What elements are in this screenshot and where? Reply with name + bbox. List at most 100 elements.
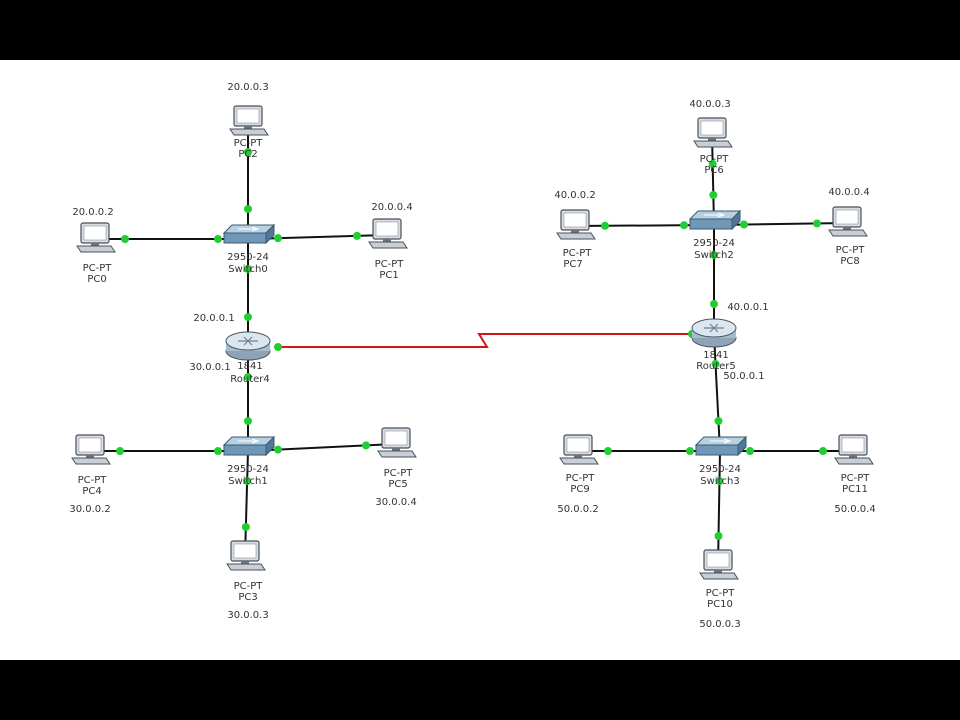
link-port-dot — [714, 417, 723, 426]
pc-icon — [693, 117, 733, 148]
switch-icon — [222, 435, 276, 457]
device-model-label: PC-PT — [836, 245, 866, 256]
monitor-stand — [843, 227, 851, 230]
monitor-screen — [78, 437, 102, 453]
monitor-stand — [244, 126, 252, 129]
link-port-dot — [746, 447, 754, 455]
ethernet-link-router5-switch3[interactable] — [713, 333, 721, 452]
device-name-label: Switch2 — [694, 250, 733, 261]
switch-front — [689, 218, 733, 230]
ethernet-link-pc3-switch1[interactable] — [244, 450, 249, 558]
ethernet-link-pc5-switch1[interactable] — [247, 443, 397, 452]
ip-address-label: 30.0.0.4 — [375, 497, 416, 508]
device-model-label: 2950-24 — [227, 464, 269, 475]
switch-front — [223, 232, 267, 244]
link-port-dot — [244, 373, 252, 381]
device-name-label: Router5 — [696, 361, 736, 372]
device-model-label: PC-PT — [563, 248, 593, 259]
pc-icon — [559, 434, 599, 465]
device-name-label: PC4 — [82, 486, 101, 497]
link-port-dot — [273, 234, 282, 243]
monitor-stand — [708, 138, 716, 141]
monitor-screen — [700, 120, 724, 136]
device-model-label: 2950-24 — [693, 238, 735, 249]
switch-arrows — [238, 438, 260, 444]
switch-side — [265, 223, 275, 245]
monitor-stand — [392, 448, 400, 451]
ip-address-label: 50.0.0.4 — [834, 504, 875, 515]
router-arrows-icon — [704, 323, 724, 333]
device-model-label: PC-PT — [706, 588, 736, 599]
link-port-dot — [353, 231, 362, 240]
device-model-label: PC-PT — [78, 475, 108, 486]
ip-address-label: 30.0.0.1 — [189, 362, 230, 373]
link-port-dot — [243, 476, 252, 485]
link-port-dot — [214, 447, 222, 455]
ip-address-label: 50.0.0.2 — [557, 504, 598, 515]
device-name-label: PC10 — [707, 599, 733, 610]
pc-icon — [229, 105, 269, 136]
links-layer — [90, 122, 853, 567]
monitor-stand — [383, 239, 391, 242]
monitor-screen — [566, 437, 590, 453]
serial-link-router4-router5[interactable] — [278, 333, 692, 348]
switch-icon — [688, 209, 742, 231]
device-name-label: PC7 — [563, 259, 582, 270]
ip-address-label: 20.0.0.1 — [193, 313, 234, 324]
keyboard — [229, 128, 269, 136]
link-port-dot — [813, 219, 822, 228]
keyboard — [693, 140, 733, 148]
device-name-label: PC1 — [379, 270, 398, 281]
switch-arrows — [710, 438, 732, 444]
keyboard — [699, 572, 739, 580]
ethernet-link-pc6-switch2[interactable] — [711, 133, 715, 226]
router-icon — [225, 331, 271, 361]
device-name-label: PC5 — [388, 479, 407, 490]
link-port-dot — [714, 532, 723, 541]
monitor-stand — [91, 243, 99, 246]
router-icon — [691, 318, 737, 348]
pc-icon — [556, 209, 596, 240]
ethernet-link-pc10-switch3[interactable] — [717, 450, 721, 567]
switch-front — [695, 444, 739, 456]
ip-address-label: 20.0.0.4 — [371, 202, 412, 213]
link-port-dot — [600, 221, 609, 230]
keyboard — [71, 457, 111, 465]
device-model-label: PC-PT — [83, 263, 113, 274]
link-port-dot — [121, 235, 129, 243]
link-port-dot — [711, 359, 720, 368]
monitor-screen — [236, 108, 260, 124]
keyboard — [834, 457, 874, 465]
monitor-stand — [714, 570, 722, 573]
device-model-label: PC-PT — [566, 473, 596, 484]
monitor-screen — [384, 430, 408, 446]
monitor-stand — [241, 561, 249, 564]
ip-address-label: 40.0.0.1 — [727, 302, 768, 313]
pc-icon — [377, 427, 417, 458]
switch-side — [731, 209, 741, 231]
device-model-label: PC-PT — [841, 473, 871, 484]
link-port-dot — [710, 300, 718, 308]
monitor-screen — [841, 437, 865, 453]
keyboard — [556, 232, 596, 240]
link-port-dot — [273, 445, 282, 454]
